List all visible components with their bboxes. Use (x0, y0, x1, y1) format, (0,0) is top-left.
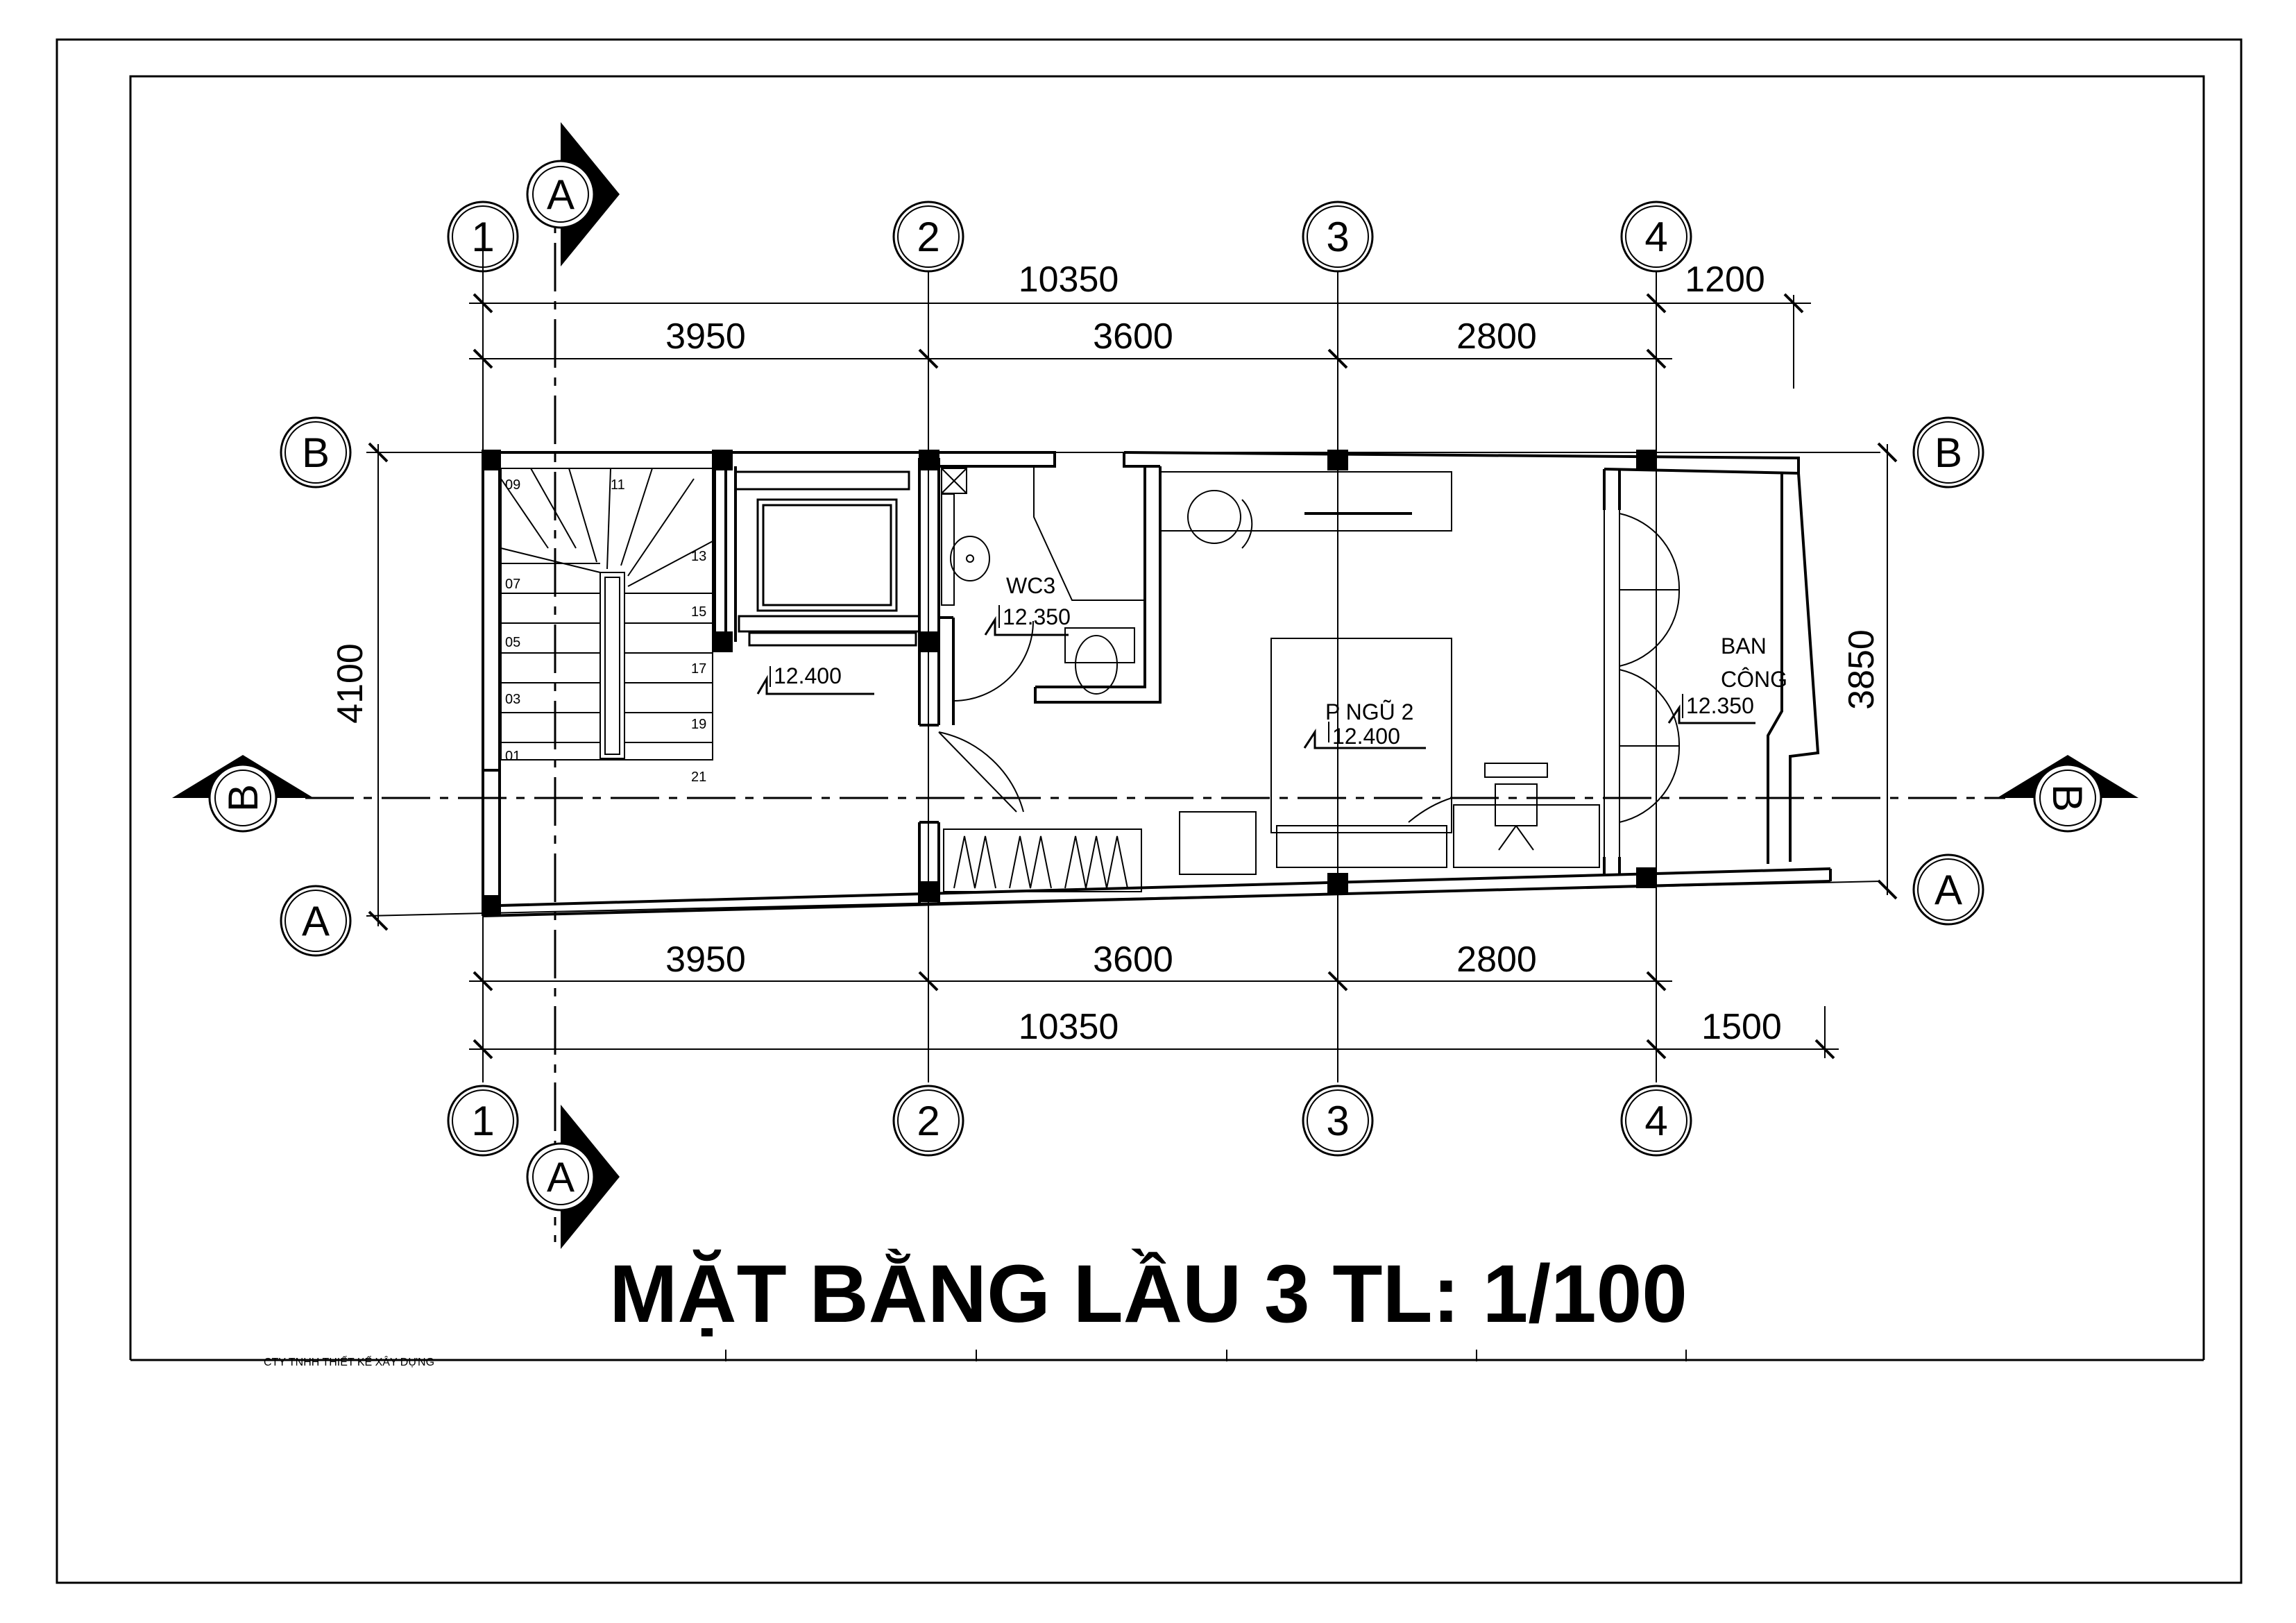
bedroom-level-marker: 12.400 (1303, 722, 1426, 749)
dim-bottom-overhang: 1500 (1701, 1007, 1782, 1047)
stair-step-numbers: 09 11 13 07 15 05 17 03 19 01 21 (505, 477, 706, 785)
wc-level-marker: 12.350 (984, 604, 1071, 636)
drawing-title: MẶT BẰNG LẦU 3 TL: 1/100 (609, 1248, 1687, 1340)
grid-bubble-4-top: 4 (1620, 201, 1692, 273)
svg-text:A: A (302, 898, 330, 944)
section-marker-a-top: A (526, 122, 620, 266)
svg-text:B: B (302, 430, 330, 476)
wc-fixtures (941, 466, 1145, 702)
grid-bubble-a-left: A (280, 885, 352, 957)
svg-text:01: 01 (505, 749, 520, 764)
svg-text:A: A (1934, 867, 1962, 913)
svg-text:4: 4 (1644, 1098, 1667, 1144)
svg-text:12.350: 12.350 (1686, 693, 1754, 718)
svg-text:21: 21 (691, 770, 706, 785)
svg-text:15: 15 (691, 604, 706, 620)
svg-text:13: 13 (691, 549, 706, 564)
wardrobe (943, 829, 1142, 892)
svg-text:A: A (547, 1154, 575, 1200)
dimension-lines-bottom (469, 971, 1839, 1060)
svg-text:4: 4 (1644, 214, 1667, 260)
dim-bottom-span-3: 2800 (1456, 940, 1537, 980)
staircase (500, 468, 713, 760)
dimension-lines-vertical (368, 442, 1898, 931)
svg-text:09: 09 (505, 477, 520, 493)
svg-text:17: 17 (691, 661, 706, 677)
grid-bubble-3-bottom: 3 (1302, 1085, 1374, 1157)
grid-bubble-4-bottom: 4 (1620, 1085, 1692, 1157)
dim-top-span-1: 3950 (665, 316, 746, 357)
svg-text:B: B (1934, 430, 1962, 476)
grid-bubble-2-bottom: 2 (892, 1085, 964, 1157)
grid-bubble-2-top: 2 (892, 201, 964, 273)
dim-bottom-total: 10350 (1019, 1007, 1119, 1047)
svg-text:A: A (547, 171, 575, 218)
stair-level-marker: 12.400 (756, 663, 874, 695)
title-block: CTY TNHH THIẾT KẾ XÂY DỰNG (130, 1350, 2204, 1368)
svg-text:2: 2 (917, 214, 939, 260)
dim-left-depth: 4100 (330, 643, 371, 724)
dim-top-span-3: 2800 (1456, 316, 1537, 357)
grid-bubble-a-right: A (1912, 853, 1984, 926)
bedroom-furniture (1159, 471, 1600, 875)
bedroom-label: P NGŨ 2 (1325, 699, 1413, 724)
svg-text:3: 3 (1326, 214, 1349, 260)
structural-columns (482, 450, 1657, 916)
hall-door (938, 731, 1024, 813)
svg-text:19: 19 (691, 717, 706, 732)
svg-text:12.400: 12.400 (1332, 724, 1400, 749)
balcony-label-line1: BAN (1721, 634, 1767, 658)
svg-text:2: 2 (917, 1098, 939, 1144)
section-marker-b-left: B (172, 755, 314, 833)
elevator-shaft (734, 470, 921, 647)
svg-text:11: 11 (611, 477, 625, 493)
grid-bubble-b-left: B (280, 416, 352, 488)
svg-text:03: 03 (505, 692, 520, 707)
dim-top-overhang: 1200 (1685, 260, 1765, 300)
dim-top-total: 10350 (1019, 260, 1119, 300)
balcony-level-marker: 12.350 (1667, 693, 1755, 724)
grid-bubble-1-bottom: 1 (447, 1085, 519, 1157)
title-block-company: CTY TNHH THIẾT KẾ XÂY DỰNG (264, 1355, 434, 1368)
svg-text:1: 1 (471, 1098, 494, 1144)
svg-text:12.400: 12.400 (774, 663, 842, 688)
section-marker-a-bottom: A (526, 1105, 620, 1249)
svg-text:07: 07 (505, 577, 520, 592)
balcony-label-line2: CÔNG (1721, 667, 1787, 692)
svg-text:3: 3 (1326, 1098, 1349, 1144)
grid-bubble-3-top: 3 (1302, 201, 1374, 273)
svg-text:B: B (220, 784, 266, 812)
section-lines (305, 167, 2005, 1242)
dim-bottom-span-1: 3950 (665, 940, 746, 980)
grid-bubble-1-top: 1 (447, 201, 519, 273)
dimension-lines-top (469, 293, 1811, 389)
svg-text:12.350: 12.350 (1003, 604, 1071, 629)
dim-top-span-2: 3600 (1093, 316, 1173, 357)
dim-right-depth: 3850 (1842, 629, 1882, 710)
dim-bottom-span-2: 3600 (1093, 940, 1173, 980)
section-marker-b-right: B (1997, 755, 2138, 833)
svg-text:05: 05 (505, 635, 520, 650)
svg-text:B: B (2044, 784, 2091, 812)
wc-label: WC3 (1006, 573, 1055, 598)
balcony-doors (1604, 510, 1681, 857)
outer-frame (56, 38, 2243, 1584)
svg-text:1: 1 (471, 214, 494, 260)
inner-frame (129, 75, 2205, 1360)
grid-bubble-b-right: B (1912, 416, 1984, 488)
